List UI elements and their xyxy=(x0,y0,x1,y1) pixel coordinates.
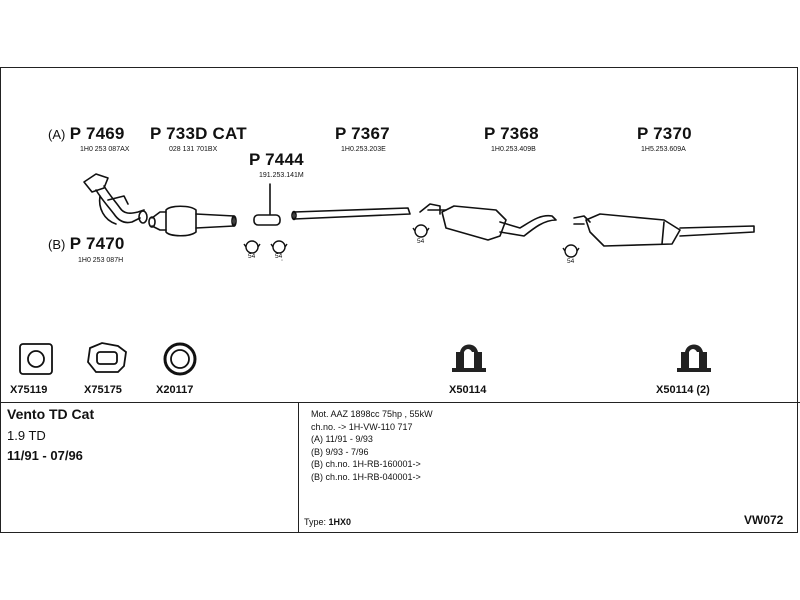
clamp-label: 54 xyxy=(567,258,575,265)
accessory-code-x20117[interactable]: X20117 xyxy=(156,384,194,396)
flange-gasket-icon xyxy=(87,342,127,373)
part-p733d-cat[interactable]: P 733D CAT xyxy=(150,124,247,143)
accessory-code-x75119[interactable]: X75119 xyxy=(10,384,48,396)
part-p7469[interactable]: (A) P 7469 xyxy=(48,124,125,144)
part-number: P 7469 xyxy=(69,124,125,143)
diagram-code: VW072 xyxy=(744,513,784,527)
rubber-mounts xyxy=(452,344,711,372)
type-value: 1HX0 xyxy=(328,517,352,527)
downpipe-drawing xyxy=(83,173,148,225)
rubber-mount-icon xyxy=(677,344,711,372)
type-label: Type: xyxy=(304,517,327,527)
clamp-label: 54 xyxy=(275,253,283,260)
accessory-code-x50114[interactable]: X50114 xyxy=(449,384,487,396)
spec-line: (B) ch.no. 1H-RB-040001-> xyxy=(311,471,421,482)
clamps xyxy=(243,224,580,261)
spec-line: (B) 9/93 - 7/96 xyxy=(311,446,369,457)
divider-vertical xyxy=(298,402,299,533)
part-p7368[interactable]: P 7368 xyxy=(484,124,539,143)
spec-line: Mot. AAZ 1898cc 75hp , 55kW xyxy=(311,409,433,419)
divider-horizontal xyxy=(0,402,800,403)
part-code: 1H0 253 087AX xyxy=(80,146,130,153)
part-code: 1H5.253.609A xyxy=(641,146,686,153)
part-code: 1H0.253.203E xyxy=(341,146,386,153)
part-p7370[interactable]: P 7370 xyxy=(637,124,692,143)
vehicle-name: Vento TD Cat xyxy=(7,406,95,422)
spec-line: (A) 11/91 - 9/93 xyxy=(311,434,373,445)
part-prefix: (B) xyxy=(48,237,66,252)
ring-gasket-icon xyxy=(163,342,197,376)
part-code: 1H0.253.409B xyxy=(491,146,536,153)
rubber-mount-icon xyxy=(452,344,486,372)
accessory-code-x50114-2[interactable]: X50114 (2) xyxy=(656,384,710,396)
rear-silencer-drawing xyxy=(573,213,755,247)
clamp-label: 54 xyxy=(248,253,256,260)
clamp-label: 54 xyxy=(417,238,425,245)
clamp-icon xyxy=(412,224,430,238)
part-p7470[interactable]: (B) P 7470 xyxy=(48,234,125,254)
square-gasket-icon xyxy=(19,343,53,375)
accessory-code-x75175[interactable]: X75175 xyxy=(84,384,122,396)
middle-pipe-drawing xyxy=(291,207,411,221)
accessory-icons xyxy=(19,342,197,376)
catalyst-drawing xyxy=(148,205,237,237)
clamp-icon xyxy=(562,244,580,258)
vehicle-engine: 1.9 TD xyxy=(7,428,46,443)
part-code: 1H0 253 087H xyxy=(78,257,124,264)
part-number: P 7470 xyxy=(69,234,125,253)
part-p7367[interactable]: P 7367 xyxy=(335,124,390,143)
part-p7444[interactable]: P 7444 xyxy=(249,150,304,169)
type-line: Type: 1HX0 xyxy=(304,517,351,527)
diagram-frame xyxy=(0,67,798,533)
part-code: 028 131 701BX xyxy=(169,146,218,153)
clamp-icon xyxy=(243,240,261,254)
clamp-icon xyxy=(270,240,288,254)
spec-line: ch.no. -> 1H-VW-110 717 xyxy=(311,421,413,432)
vehicle-years: 11/91 - 07/96 xyxy=(7,448,83,463)
spec-line: (B) ch.no. 1H-RB-160001-> xyxy=(311,459,421,470)
connector-pipe-drawing xyxy=(253,183,281,226)
specs-list: Mot. AAZ 1898cc 75hp , 55kW ch.no. -> 1H… xyxy=(311,408,433,484)
part-prefix: (A) xyxy=(48,127,66,142)
middle-silencer-drawing xyxy=(419,203,557,241)
part-code: 191.253.141M xyxy=(259,172,304,179)
